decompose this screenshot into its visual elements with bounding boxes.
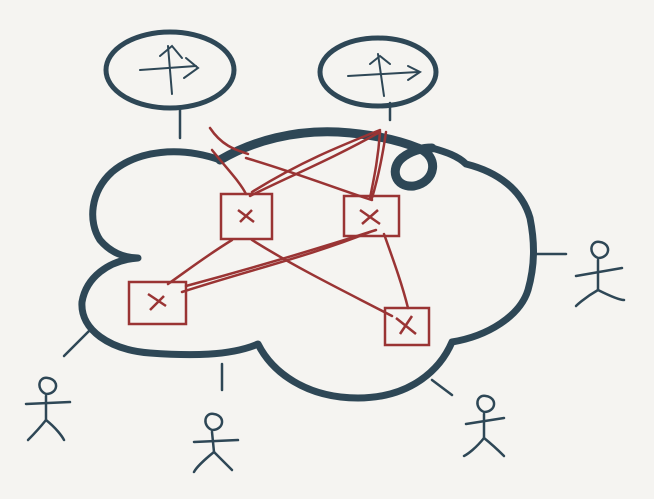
stick-figure-icon [574, 240, 626, 308]
switch-top-left [219, 192, 274, 241]
cloud-outline [62, 101, 568, 402]
switch-bottom-right [383, 306, 431, 347]
user-right [574, 240, 626, 308]
crossed-box-icon [237, 209, 255, 223]
switches [127, 192, 431, 347]
router-arrows-icon [347, 53, 422, 97]
stick-figure-icon [24, 376, 72, 442]
stick-figure-icon [462, 394, 506, 458]
user-left [24, 376, 72, 442]
router-left [103, 29, 237, 111]
user-bottom-right-link [430, 378, 454, 397]
stick-figure-icon [192, 412, 240, 474]
crossed-box-icon [395, 315, 417, 335]
user-bottom-right [462, 394, 506, 458]
users [24, 240, 626, 474]
router-right [317, 35, 439, 109]
crossed-box-icon [359, 208, 381, 226]
switch-top-right [342, 194, 401, 238]
user-bottom [192, 412, 240, 474]
crossed-box-icon [147, 292, 167, 311]
mesh-links [166, 126, 410, 318]
routers [103, 29, 439, 111]
router-arrows-icon [139, 44, 200, 95]
user-left-link [62, 328, 92, 358]
switch-bottom-left [127, 280, 188, 326]
